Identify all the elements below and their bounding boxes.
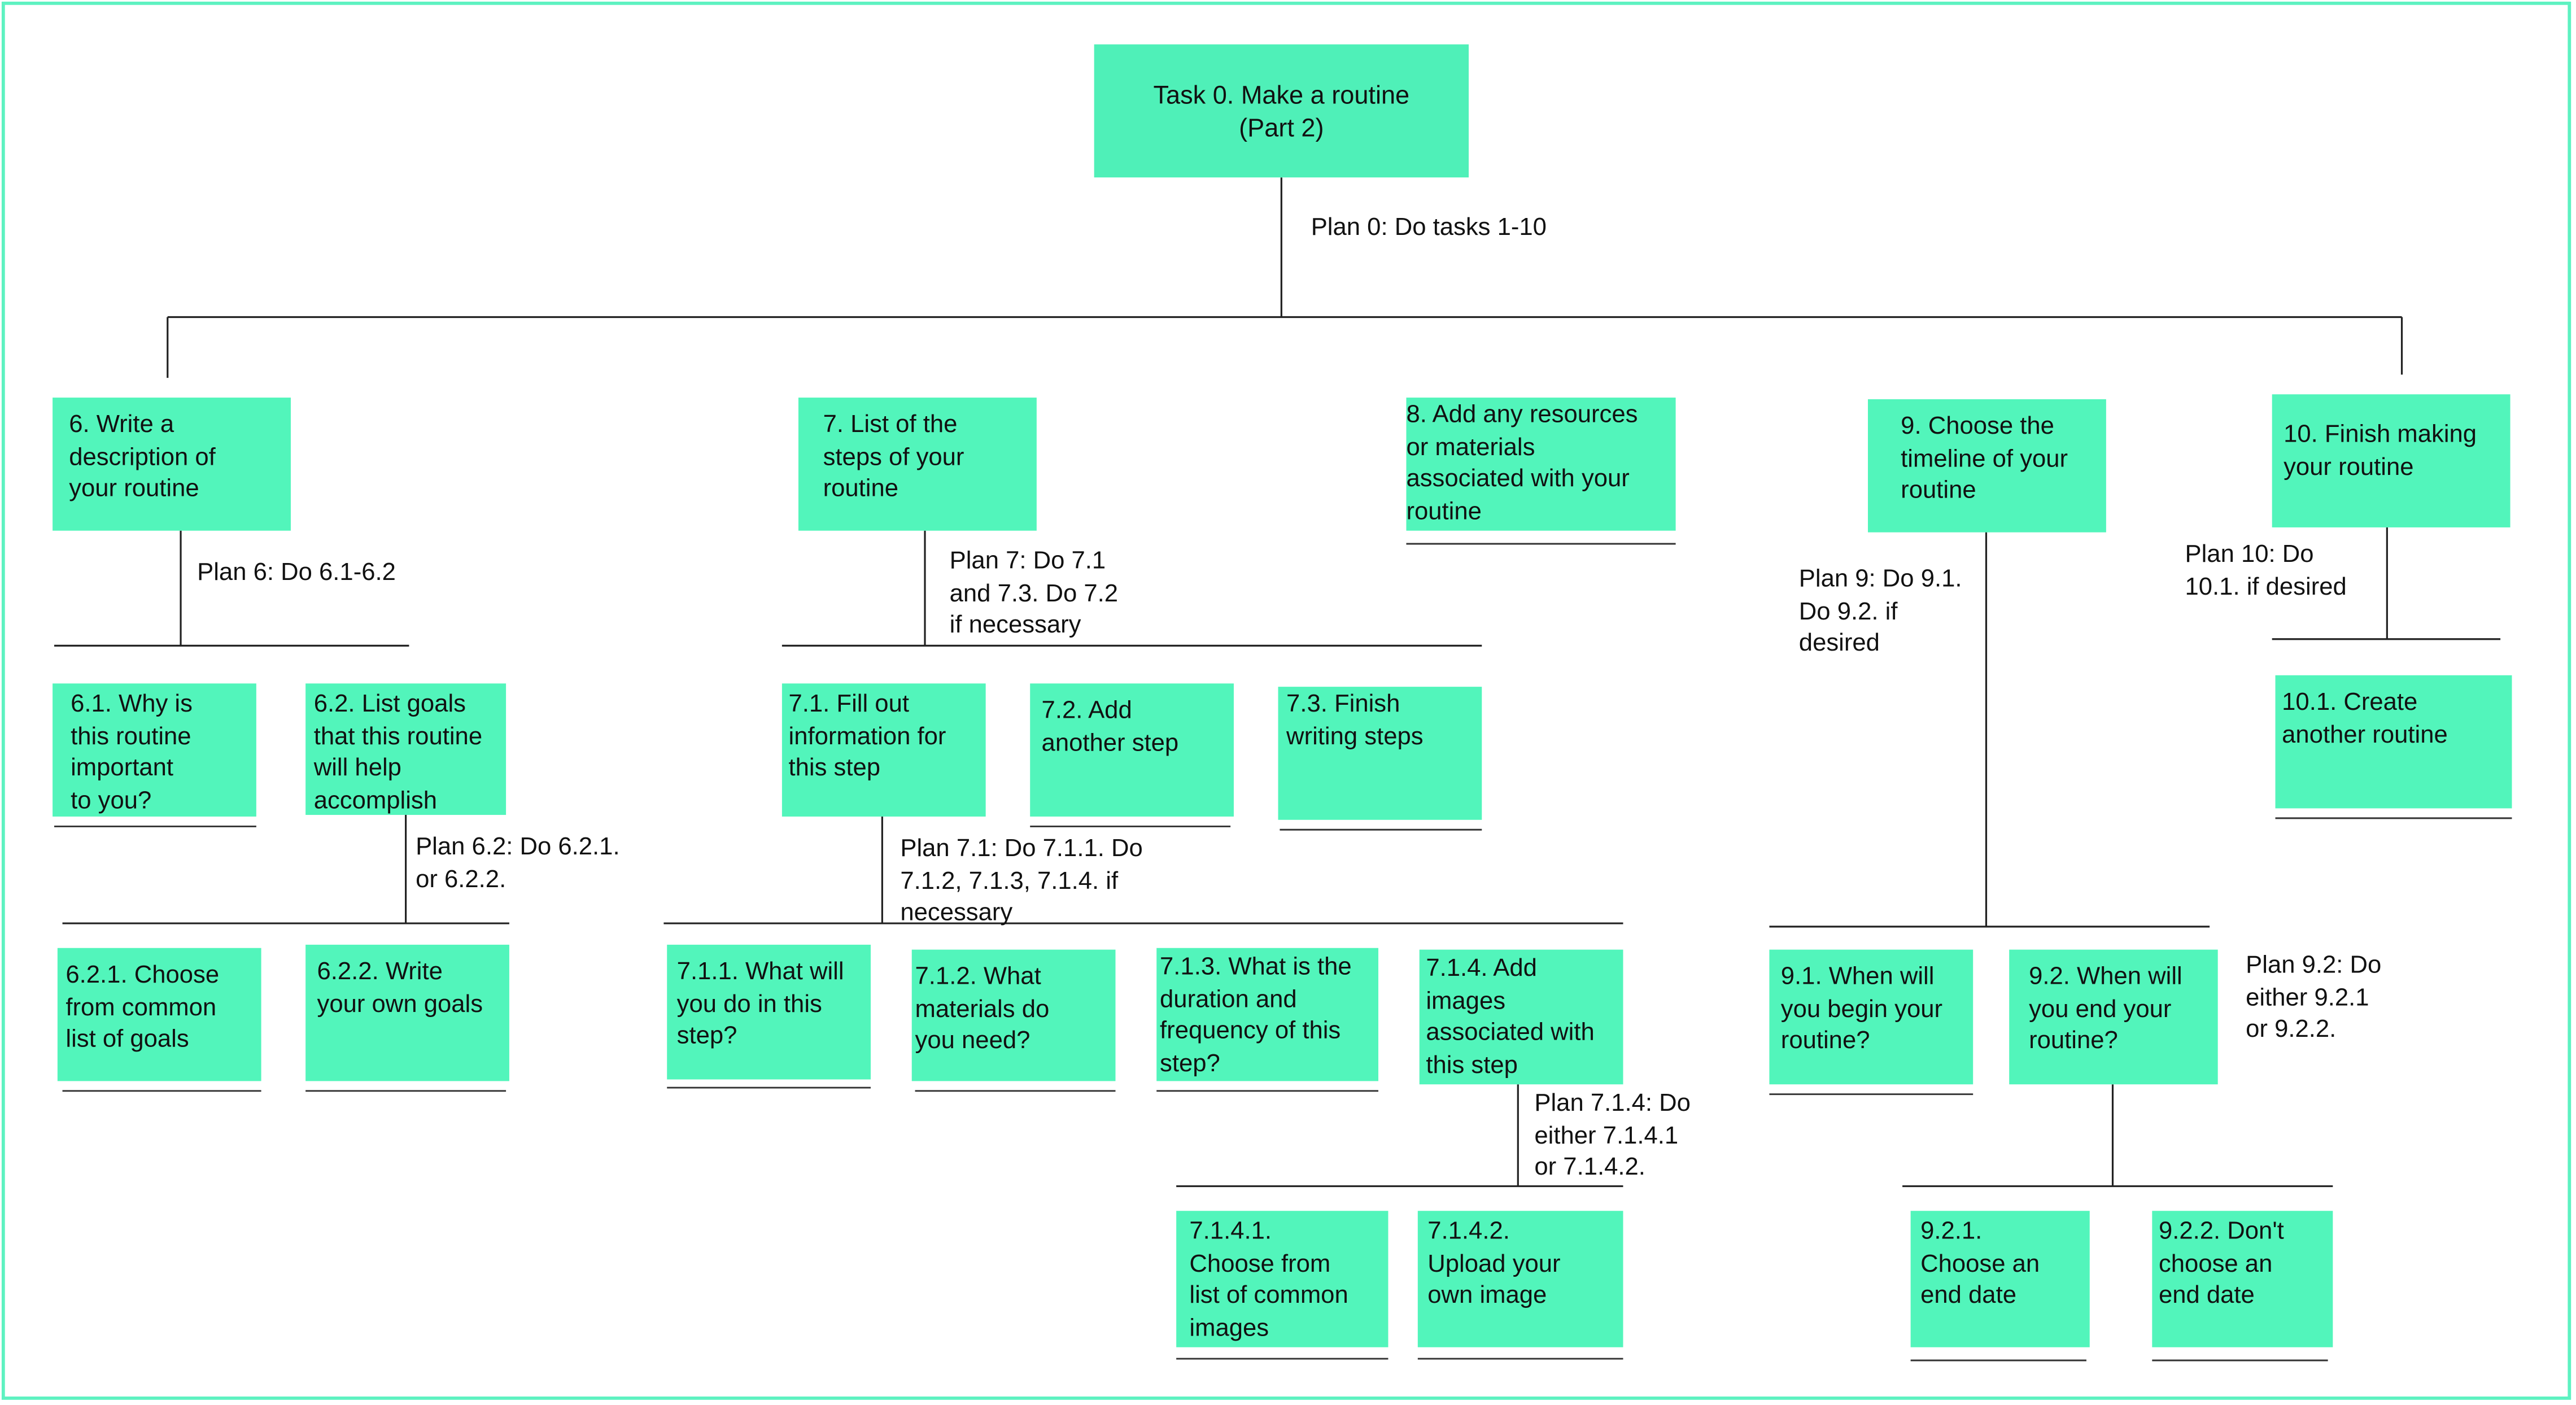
- task-8: 8. Add any resources or materials associ…: [1406, 398, 1676, 531]
- task-6-2-2: 6.2.2. Write your own goals: [305, 944, 509, 1081]
- task-9-2-1: 9.2.1. Choose an end date: [1910, 1211, 2090, 1347]
- task-7-1-4-2: 7.1.4.2. Upload your own image: [1417, 1211, 1623, 1347]
- task-7-1: 7.1. Fill out information for this step: [781, 683, 986, 817]
- plan-6-2: Plan 6.2: Do 6.2.1. or 6.2.2.: [416, 833, 620, 893]
- plan-9-2: Plan 9.2: Do either 9.2.1 or 9.2.2.: [2246, 951, 2382, 1044]
- task-7-3: 7.3. Finish writing steps: [1278, 687, 1482, 820]
- plan-10: Plan 10: Do 10.1. if desired: [2185, 540, 2347, 601]
- task-7-1-4: 7.1.4. Add images associated with this s…: [1419, 949, 1623, 1085]
- task-7-1-3: 7.1.3. What is the duration and frequenc…: [1156, 948, 1378, 1081]
- task-7: 7. List of the steps of your routine: [798, 398, 1037, 531]
- plan-7-1: Plan 7.1: Do 7.1.1. Do 7.1.2, 7.1.3, 7.1…: [900, 834, 1143, 927]
- task-7-1-2: 7.1.2. What materials do you need?: [911, 949, 1116, 1081]
- task-9: 9. Choose the timeline of your routine: [1867, 399, 2106, 533]
- task-9-1: 9.1. When will you begin your routine?: [1769, 949, 1974, 1085]
- plan-7: Plan 7: Do 7.1 and 7.3. Do 7.2 if necess…: [949, 547, 1119, 639]
- task-10: 10. Finish making your routine: [2272, 394, 2510, 527]
- plan-6: Plan 6: Do 6.1-6.2: [197, 558, 396, 587]
- plan-0: Plan 0: Do tasks 1-10: [1311, 213, 1547, 242]
- task-7-1-1: 7.1.1. What will you do in this step?: [667, 944, 871, 1080]
- task-9-2-2: 9.2.2. Don't choose an end date: [2152, 1211, 2333, 1347]
- task-0-root: Task 0. Make a routine (Part 2): [1094, 44, 1469, 178]
- task-6-2: 6.2. List goals that this routine will h…: [305, 683, 507, 815]
- task-6-2-1: 6.2.1. Choose from common list of goals: [57, 948, 261, 1081]
- plan-9: Plan 9: Do 9.1. Do 9.2. if desired: [1798, 565, 1962, 657]
- task-9-2: 9.2. When will you end your routine?: [2009, 949, 2218, 1085]
- task-7-2: 7.2. Add another step: [1030, 683, 1234, 817]
- task-6-1: 6.1. Why is this routine important to yo…: [53, 683, 256, 817]
- task-7-1-4-1: 7.1.4.1. Choose from list of common imag…: [1176, 1211, 1389, 1347]
- plan-7-1-4: Plan 7.1.4: Do either 7.1.4.1 or 7.1.4.2…: [1534, 1089, 1691, 1181]
- task-6: 6. Write a description of your routine: [53, 398, 291, 531]
- task-10-1: 10.1. Create another routine: [2275, 675, 2512, 809]
